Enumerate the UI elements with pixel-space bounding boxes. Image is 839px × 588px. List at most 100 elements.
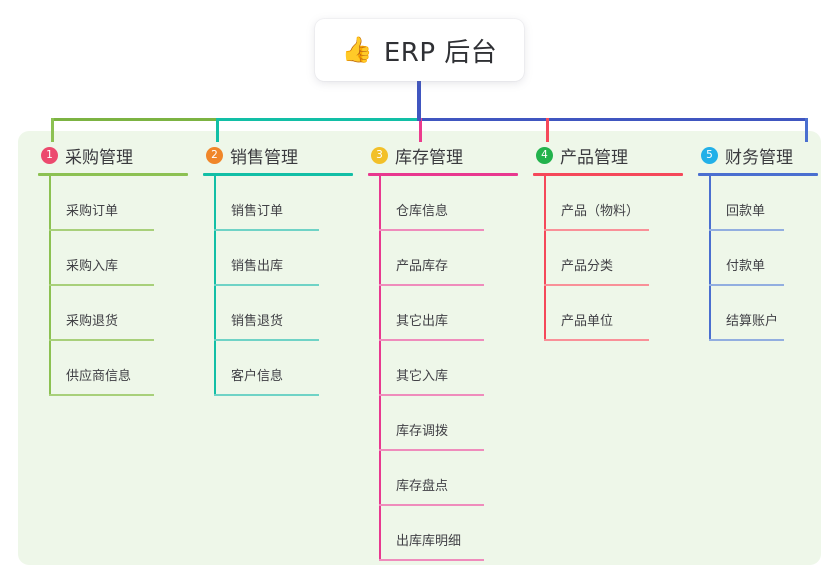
leaf-item[interactable]: 其它入库 xyxy=(379,341,518,396)
leaf-item[interactable]: 采购退货 xyxy=(49,286,188,341)
bus-segment-green xyxy=(51,118,216,121)
column-underline xyxy=(38,173,188,176)
leaf-item-underline xyxy=(49,284,154,286)
leaf-item-underline xyxy=(544,229,649,231)
column-spine xyxy=(214,176,216,396)
leaf-item-underline xyxy=(709,339,784,341)
leaf-item-label: 采购入库 xyxy=(66,259,119,274)
drop-wire-产品管理 xyxy=(546,118,549,142)
column-header-1[interactable]: 1 采购管理 xyxy=(38,140,188,170)
leaf-item[interactable]: 库存调拨 xyxy=(379,396,518,451)
leaf-item-underline xyxy=(49,339,154,341)
column-header-5[interactable]: 5 财务管理 xyxy=(698,140,818,170)
root-stem-wire xyxy=(417,78,421,121)
leaf-item-label: 库存盘点 xyxy=(396,479,449,494)
leaf-item[interactable]: 付款单 xyxy=(709,231,818,286)
root-node-title: ERP 后台 xyxy=(383,37,498,68)
leaf-item[interactable]: 出库库明细 xyxy=(379,506,518,561)
leaf-item-label: 付款单 xyxy=(726,259,766,274)
leaf-item[interactable]: 客户信息 xyxy=(214,341,353,396)
leaf-item[interactable]: 供应商信息 xyxy=(49,341,188,396)
leaf-item-underline xyxy=(49,229,154,231)
leaf-item-underline xyxy=(379,449,484,451)
column-index-badge: 3 xyxy=(371,146,388,164)
drop-wire-财务管理 xyxy=(805,118,808,142)
column-index-badge: 5 xyxy=(701,146,718,164)
leaf-item-label: 产品单位 xyxy=(561,314,614,329)
column-采购管理: 1 采购管理采购订单采购入库采购退货供应商信息 xyxy=(38,140,188,396)
column-header-2[interactable]: 2 销售管理 xyxy=(203,140,353,170)
leaf-item-underline xyxy=(49,394,154,396)
bus-segment-teal xyxy=(216,118,419,121)
column-underline xyxy=(203,173,353,176)
leaf-item-label: 销售退货 xyxy=(231,314,284,329)
column-header-4[interactable]: 4 产品管理 xyxy=(533,140,683,170)
leaf-item[interactable]: 仓库信息 xyxy=(379,176,518,231)
leaf-item-label: 库存调拨 xyxy=(396,424,449,439)
leaf-item-underline xyxy=(544,284,649,286)
column-index-badge: 1 xyxy=(41,146,58,164)
leaf-item[interactable]: 产品单位 xyxy=(544,286,683,341)
leaf-item-label: 采购订单 xyxy=(66,204,119,219)
leaf-item-label: 回款单 xyxy=(726,204,766,219)
drop-wire-销售管理 xyxy=(216,118,219,142)
root-node-content: 👍 ERP 后台 xyxy=(342,32,498,69)
diagram-panel xyxy=(18,131,821,565)
column-items: 仓库信息产品库存其它出库其它入库库存调拨库存盘点出库库明细 xyxy=(368,176,518,561)
column-underline xyxy=(368,173,518,176)
leaf-item-underline xyxy=(214,394,319,396)
leaf-item-label: 供应商信息 xyxy=(66,369,132,384)
leaf-item[interactable]: 销售退货 xyxy=(214,286,353,341)
leaf-item[interactable]: 其它出库 xyxy=(379,286,518,341)
column-spine xyxy=(379,176,381,561)
leaf-item[interactable]: 回款单 xyxy=(709,176,818,231)
leaf-item-label: 仓库信息 xyxy=(396,204,449,219)
leaf-item-underline xyxy=(379,284,484,286)
column-财务管理: 5 财务管理回款单付款单结算账户 xyxy=(698,140,818,341)
column-title: 采购管理 xyxy=(65,147,133,168)
column-产品管理: 4 产品管理产品（物料） 产品分类产品单位 xyxy=(533,140,683,341)
leaf-item[interactable]: 销售订单 xyxy=(214,176,353,231)
column-spine xyxy=(49,176,51,396)
leaf-item[interactable]: 采购订单 xyxy=(49,176,188,231)
column-items: 回款单付款单结算账户 xyxy=(698,176,818,341)
leaf-item[interactable]: 采购入库 xyxy=(49,231,188,286)
column-title: 销售管理 xyxy=(230,147,298,168)
leaf-item-underline xyxy=(544,339,649,341)
column-index-badge: 2 xyxy=(206,146,223,164)
leaf-item[interactable]: 结算账户 xyxy=(709,286,818,341)
leaf-item-label: 产品（物料） xyxy=(561,204,640,219)
leaf-item-underline xyxy=(379,504,484,506)
column-items: 销售订单销售出库销售退货客户信息 xyxy=(203,176,353,396)
column-items: 采购订单采购入库采购退货供应商信息 xyxy=(38,176,188,396)
column-items: 产品（物料） 产品分类产品单位 xyxy=(533,176,683,341)
leaf-item-underline xyxy=(709,284,784,286)
leaf-item[interactable]: 产品库存 xyxy=(379,231,518,286)
leaf-item-label: 销售订单 xyxy=(231,204,284,219)
leaf-item[interactable]: 销售出库 xyxy=(214,231,353,286)
column-销售管理: 2 销售管理销售订单销售出库销售退货客户信息 xyxy=(203,140,353,396)
leaf-item-label: 结算账户 xyxy=(726,314,779,329)
leaf-item-underline xyxy=(709,229,784,231)
leaf-item-underline xyxy=(379,339,484,341)
leaf-item-underline xyxy=(214,339,319,341)
bus-segment-blue xyxy=(419,118,808,121)
leaf-item-label: 产品库存 xyxy=(396,259,449,274)
root-node-card[interactable]: 👍 ERP 后台 xyxy=(315,19,524,81)
thumbs-up-icon: 👍 xyxy=(341,34,373,64)
drop-wire-采购管理 xyxy=(51,118,54,142)
leaf-item[interactable]: 产品（物料） xyxy=(544,176,683,231)
column-spine xyxy=(709,176,711,341)
leaf-item-underline xyxy=(379,559,484,561)
column-index-badge: 4 xyxy=(536,146,553,164)
column-title: 财务管理 xyxy=(725,147,793,168)
leaf-item-underline xyxy=(379,394,484,396)
leaf-item-underline xyxy=(379,229,484,231)
column-title: 产品管理 xyxy=(560,147,628,168)
leaf-item-label: 其它入库 xyxy=(396,369,449,384)
leaf-item[interactable]: 产品分类 xyxy=(544,231,683,286)
drop-wire-库存管理 xyxy=(419,118,422,142)
leaf-item[interactable]: 库存盘点 xyxy=(379,451,518,506)
